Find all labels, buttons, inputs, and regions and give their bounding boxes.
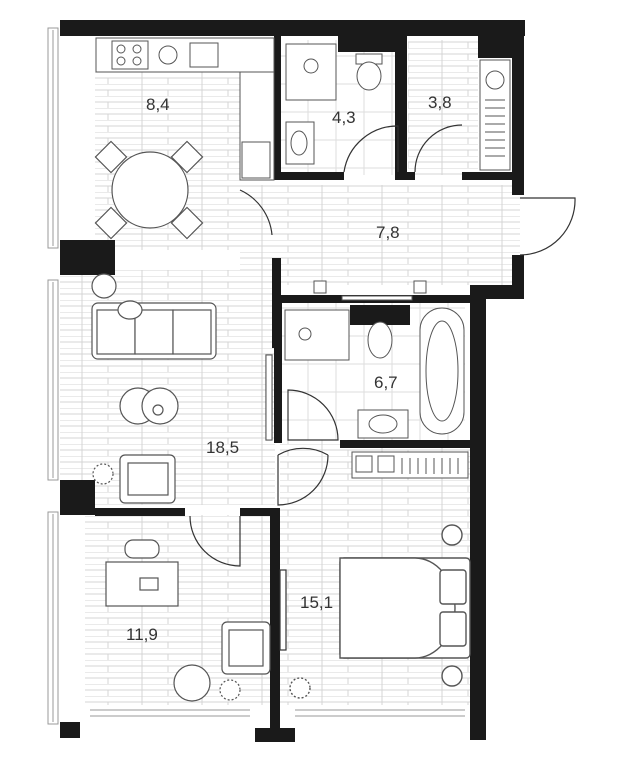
sofa: [91, 273, 217, 360]
area-label-bathroom: 4,3: [332, 108, 356, 127]
bathroom-2-fixtures: [284, 280, 465, 439]
dining-table: [94, 140, 204, 240]
kitchen-counter: [95, 37, 275, 181]
tv-stand: [265, 354, 273, 441]
coffee-tables: [119, 387, 179, 425]
area-label-bedroom-2: 15,1: [300, 593, 333, 612]
dresser: [351, 451, 469, 479]
area-label-wc-laundry: 3,8: [428, 93, 452, 112]
area-label-living-room: 18,5: [206, 438, 239, 457]
desk: [105, 539, 179, 607]
area-label-hall: 7,8: [376, 223, 400, 242]
bathroom-fixtures: [285, 43, 383, 165]
windows: [47, 27, 465, 725]
area-label-kitchen: 8,4: [146, 95, 170, 114]
area-label-bathroom-2: 6,7: [374, 373, 398, 392]
armchair: [92, 454, 176, 504]
area-label-bedroom-1: 11,9: [126, 625, 158, 644]
bedroom-1-chair: [173, 621, 271, 702]
laundry-fixtures: [479, 59, 511, 171]
area-labels: 8,4 4,3 3,8 7,8 6,7 18,5 11,9 15,1: [126, 93, 452, 644]
bed: [289, 524, 471, 699]
